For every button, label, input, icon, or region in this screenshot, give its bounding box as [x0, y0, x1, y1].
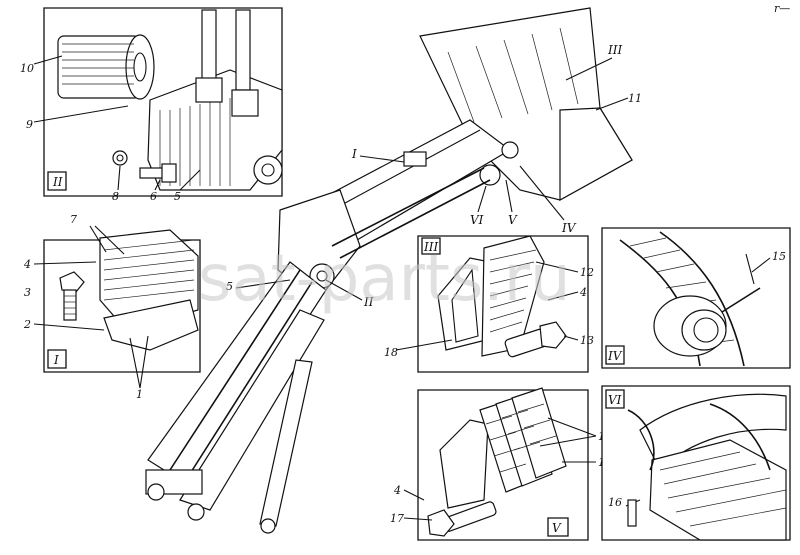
main-label-5: 5 — [226, 280, 233, 293]
main-label-IV: IV — [561, 221, 577, 235]
part-2: 2 — [23, 318, 31, 331]
part-7: 7 — [70, 213, 77, 226]
part-1: 1 — [136, 388, 143, 401]
main-assembly — [145, 7, 633, 534]
inset-III-label: III — [423, 240, 438, 254]
part-15a: 15 — [772, 250, 786, 263]
part-10: 10 — [20, 62, 34, 75]
inset-V: V — [403, 387, 597, 541]
part-11: 11 — [628, 92, 642, 105]
watermark: sat-parts.ru — [198, 242, 571, 316]
inset-V-label: V — [552, 521, 562, 535]
part-17: 17 — [390, 512, 404, 525]
main-label-II: II — [363, 295, 374, 309]
part-9: 9 — [26, 118, 33, 131]
inset-I-label: I — [53, 353, 59, 367]
main-label-I: I — [351, 147, 357, 161]
inset-II: II — [33, 7, 283, 197]
main-label-III: III — [607, 43, 622, 57]
corner-mark: r— — [774, 2, 790, 15]
inset-III: III — [395, 235, 589, 373]
inset-I: I — [33, 225, 201, 389]
main-label-VI: VI — [470, 213, 484, 227]
part-5: 5 — [174, 190, 181, 203]
inset-VI-label: VI — [608, 393, 622, 407]
part-8: 8 — [112, 190, 119, 203]
part-18: 18 — [384, 346, 398, 359]
part-4c: 4 — [393, 484, 401, 497]
part-12: 12 — [580, 266, 594, 279]
part-13: 13 — [580, 334, 594, 347]
inset-VI: VI — [601, 385, 791, 541]
main-label-V: V — [508, 213, 518, 227]
inset-IV-label: IV — [607, 349, 623, 363]
inset-II-label: II — [52, 175, 63, 189]
part-6: 6 — [150, 190, 157, 203]
inset-IV: IV — [601, 227, 791, 369]
part-4b: 4 — [579, 286, 587, 299]
part-4a: 4 — [23, 258, 31, 271]
part-16: 16 — [608, 496, 622, 509]
part-3: 3 — [24, 286, 31, 299]
